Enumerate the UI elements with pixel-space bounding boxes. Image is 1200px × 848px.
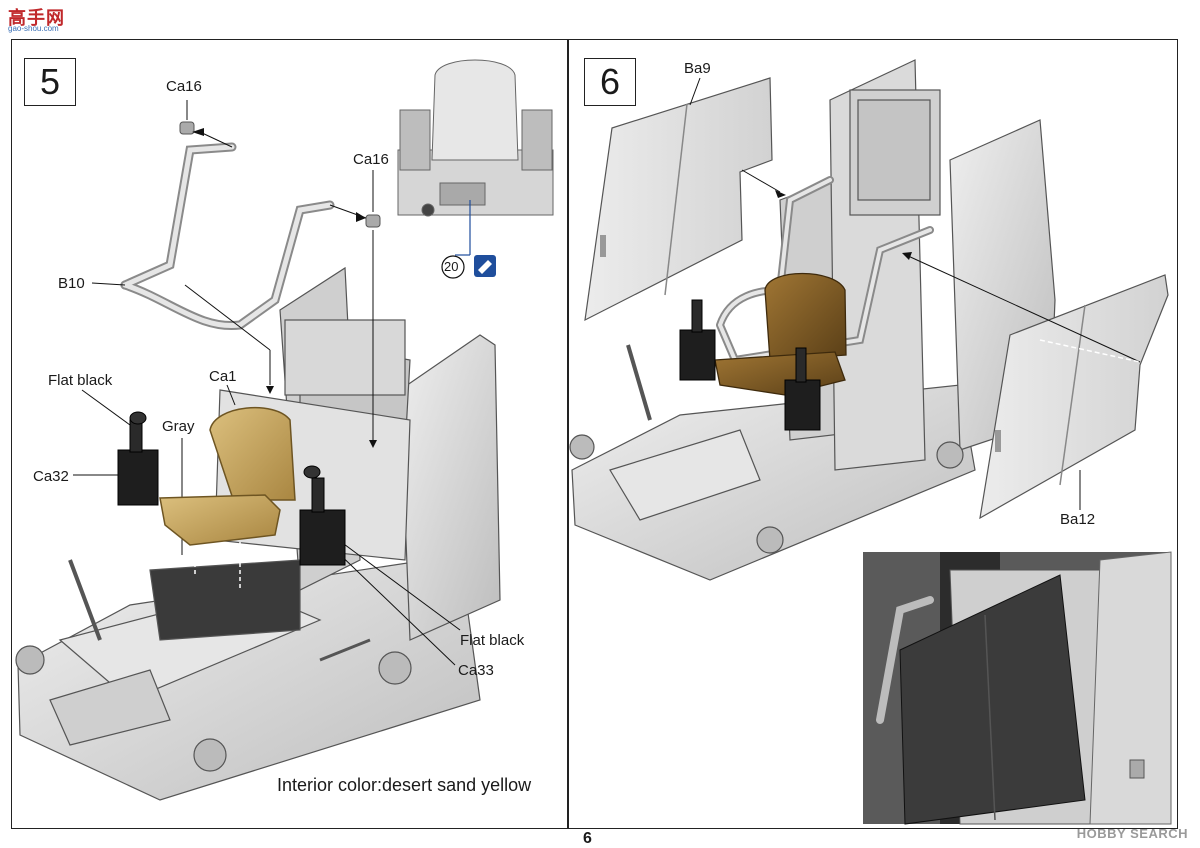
part-ba12-window — [979, 274, 1169, 520]
step6-panel — [568, 39, 1178, 829]
part-ca16-top — [179, 121, 195, 135]
label-ca1: Ca1 — [209, 368, 237, 385]
callout-20-number: 20 — [444, 259, 459, 274]
step6-seat — [714, 272, 847, 396]
interior-color-note: Interior color:desert sand yellow — [277, 775, 532, 795]
step6-leader-lines — [689, 77, 1141, 510]
step6-joysticks — [679, 299, 821, 431]
label-flat-black-right: Flat black — [460, 632, 525, 649]
step5-number: 5 — [24, 58, 76, 106]
label-ca16-top: Ca16 — [166, 78, 202, 95]
step5-inset-preview — [397, 59, 554, 217]
part-ba9-window — [584, 77, 773, 322]
label-flat-black-left: Flat black — [48, 372, 113, 389]
watermark: HOBBY SEARCH — [1076, 826, 1188, 841]
part-ca32-joystick — [117, 411, 159, 506]
step6-closeup-inset — [863, 551, 1172, 825]
label-ca16-right: Ca16 — [353, 151, 389, 168]
label-b10: B10 — [58, 275, 85, 292]
callout-20-circle — [441, 255, 465, 279]
site-logo-subtitle: gao-shou.com — [8, 24, 59, 33]
part-ca33-joystick — [299, 465, 346, 566]
site-logo-title: 高手网 — [8, 8, 65, 28]
part-ca1-seat — [159, 407, 296, 546]
label-ca32: Ca32 — [33, 468, 69, 485]
label-ca33: Ca33 — [458, 662, 494, 679]
step5-panel — [11, 39, 568, 829]
label-ba9: Ba9 — [684, 60, 711, 77]
part-ca16-right — [365, 214, 381, 228]
page-number: 6 — [583, 830, 592, 847]
step6-number: 6 — [584, 58, 636, 106]
label-gray: Gray — [162, 418, 195, 435]
label-ba12: Ba12 — [1060, 511, 1096, 528]
